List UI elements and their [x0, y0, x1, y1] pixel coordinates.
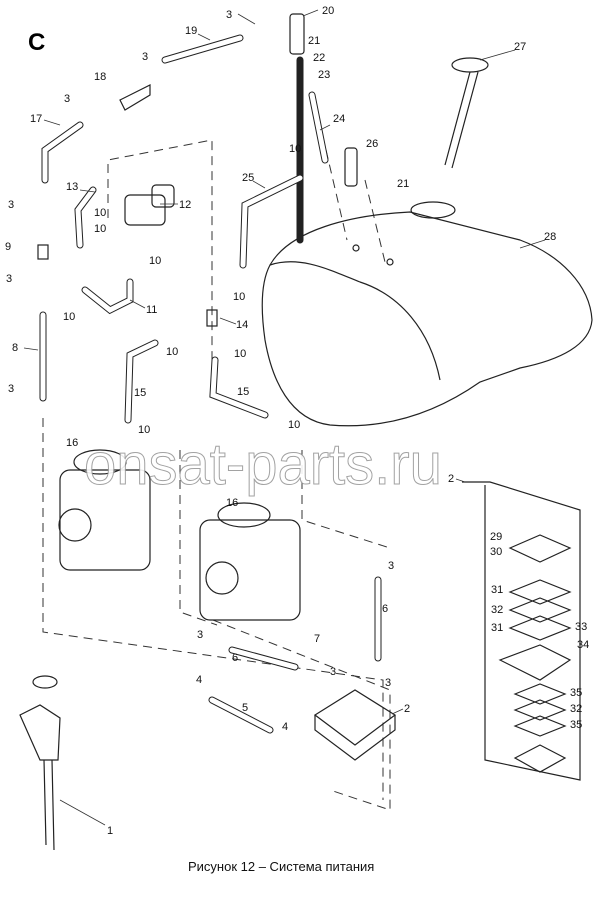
- callout: 10: [233, 291, 245, 303]
- callout: 16: [66, 437, 78, 449]
- callout: 1: [107, 825, 113, 837]
- callout: 6: [382, 603, 388, 615]
- callout: 11: [146, 304, 157, 316]
- callout: 10: [288, 419, 300, 431]
- callout: 21: [308, 35, 320, 47]
- callout: 30: [490, 546, 502, 558]
- callout: 3: [197, 629, 203, 641]
- callout: 20: [322, 5, 334, 17]
- section-letter: C: [28, 29, 45, 56]
- callout: 3: [385, 677, 391, 689]
- callout: 14: [236, 319, 248, 331]
- callout: 8: [12, 342, 18, 354]
- callout: 31: [491, 622, 503, 634]
- callout: 15: [134, 387, 146, 399]
- callout: 22: [313, 52, 325, 64]
- carburetor-left: [58, 449, 151, 571]
- fuel-hoses: [39, 34, 382, 734]
- callout: 3: [142, 51, 148, 63]
- callout: 19: [185, 25, 197, 37]
- callout: 10: [94, 223, 106, 235]
- callout: 23: [318, 69, 330, 81]
- callout: 2: [448, 473, 454, 485]
- callout: 10: [166, 346, 178, 358]
- callout: 7: [314, 633, 320, 645]
- callout: 10: [138, 424, 150, 436]
- fuel-pump-exploded-view: [462, 481, 581, 781]
- callout: 31: [491, 584, 503, 596]
- callout: 27: [514, 41, 526, 53]
- callout: 10: [94, 207, 106, 219]
- carburetor-right: [199, 502, 301, 621]
- callout: 26: [366, 138, 378, 150]
- callout: 2: [404, 703, 410, 715]
- callout: 34: [577, 639, 589, 651]
- callout: 6: [232, 652, 238, 664]
- fuel-pump: [313, 689, 397, 761]
- callout: 10: [149, 255, 161, 267]
- callout: 35: [570, 687, 582, 699]
- callout: 3: [8, 199, 14, 211]
- leader-lines: [23, 9, 546, 826]
- figure-caption: Рисунок 12 – Система питания: [188, 859, 374, 874]
- callout: 9: [5, 241, 11, 253]
- watermark: onsat-parts.ru: [84, 432, 442, 497]
- callout: 5: [242, 702, 248, 714]
- callout: 32: [491, 604, 503, 616]
- callout: 3: [388, 560, 394, 572]
- callout: 28: [544, 231, 556, 243]
- callout: 3: [330, 666, 336, 678]
- callout: 3: [226, 9, 232, 21]
- callout: 4: [282, 721, 288, 733]
- callout: 32: [570, 703, 582, 715]
- callout: 3: [6, 273, 12, 285]
- callout: 24: [333, 113, 345, 125]
- callout: 10: [289, 143, 301, 155]
- fuel-gauge-sender: [444, 57, 489, 169]
- callout: 18: [94, 71, 106, 83]
- callout: 3: [64, 93, 70, 105]
- callout: 4: [196, 674, 202, 686]
- callout: 17: [30, 113, 42, 125]
- callout: 10: [234, 348, 246, 360]
- fuel-tank: [261, 201, 593, 427]
- part-callouts: 3 20 19 21 22 23 3 18 3 17 24 10 26 21 2…: [5, 5, 589, 837]
- callout: 13: [66, 181, 78, 193]
- callout: 10: [63, 311, 75, 323]
- callout: 16: [226, 497, 238, 509]
- primer-switch-with-cable: [19, 675, 61, 851]
- callout: 3: [8, 383, 14, 395]
- callout: 12: [179, 199, 191, 211]
- callout: 33: [575, 621, 587, 633]
- dashed-guide-lines: [42, 139, 391, 811]
- callout: 35: [570, 719, 582, 731]
- callout: 25: [242, 172, 254, 184]
- callout: 29: [490, 531, 502, 543]
- fittings: [37, 13, 358, 327]
- callout: 21: [397, 178, 409, 190]
- callout: 15: [237, 386, 249, 398]
